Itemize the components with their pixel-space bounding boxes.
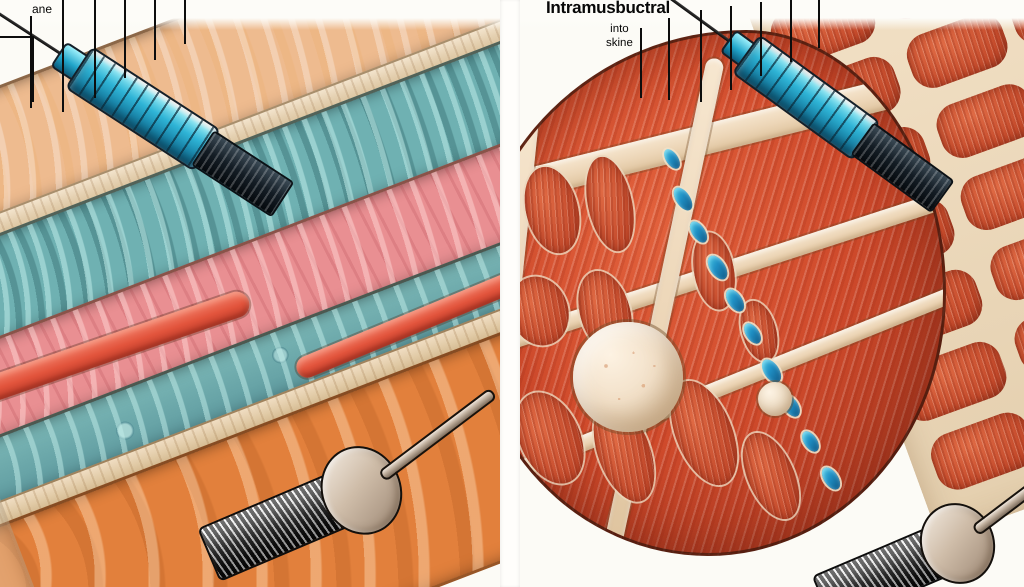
vein xyxy=(798,428,823,455)
syringe-plunger[interactable] xyxy=(850,122,955,214)
panel-divider xyxy=(500,0,520,587)
leader-line xyxy=(30,16,32,108)
leader-line xyxy=(760,2,762,76)
label-left-fragment: ane xyxy=(32,2,53,16)
metal-syringe-plunger-rod[interactable] xyxy=(971,451,1024,537)
leader-line xyxy=(154,0,156,60)
metal-syringe-plunger-rod[interactable] xyxy=(377,387,498,483)
vein xyxy=(722,286,748,315)
label-intramuscular-subtitle: into skine xyxy=(606,22,633,51)
label-subtitle-line2: skine xyxy=(606,37,633,50)
bone-nodule-small xyxy=(758,382,792,416)
vein xyxy=(818,464,844,493)
leader-line xyxy=(700,10,702,102)
vein xyxy=(660,146,684,172)
leader-line xyxy=(640,28,642,98)
vein xyxy=(740,320,765,347)
vein xyxy=(703,252,732,283)
leader-line xyxy=(668,18,670,100)
leader-bracket-v xyxy=(32,36,34,102)
leader-bracket-h xyxy=(0,36,34,38)
leader-line xyxy=(184,0,186,44)
label-subtitle-line1: into xyxy=(610,23,629,35)
leader-line xyxy=(94,0,96,98)
leader-line xyxy=(124,0,126,78)
label-intramuscular-title: Intramusbuctral xyxy=(546,0,670,17)
vein xyxy=(686,218,711,246)
leader-line xyxy=(818,0,820,48)
leader-line xyxy=(730,6,732,90)
leader-line xyxy=(790,0,792,62)
syringe-plunger[interactable] xyxy=(191,129,295,218)
leader-line xyxy=(62,0,64,112)
bone-nodule xyxy=(573,322,683,432)
vein xyxy=(669,184,697,214)
